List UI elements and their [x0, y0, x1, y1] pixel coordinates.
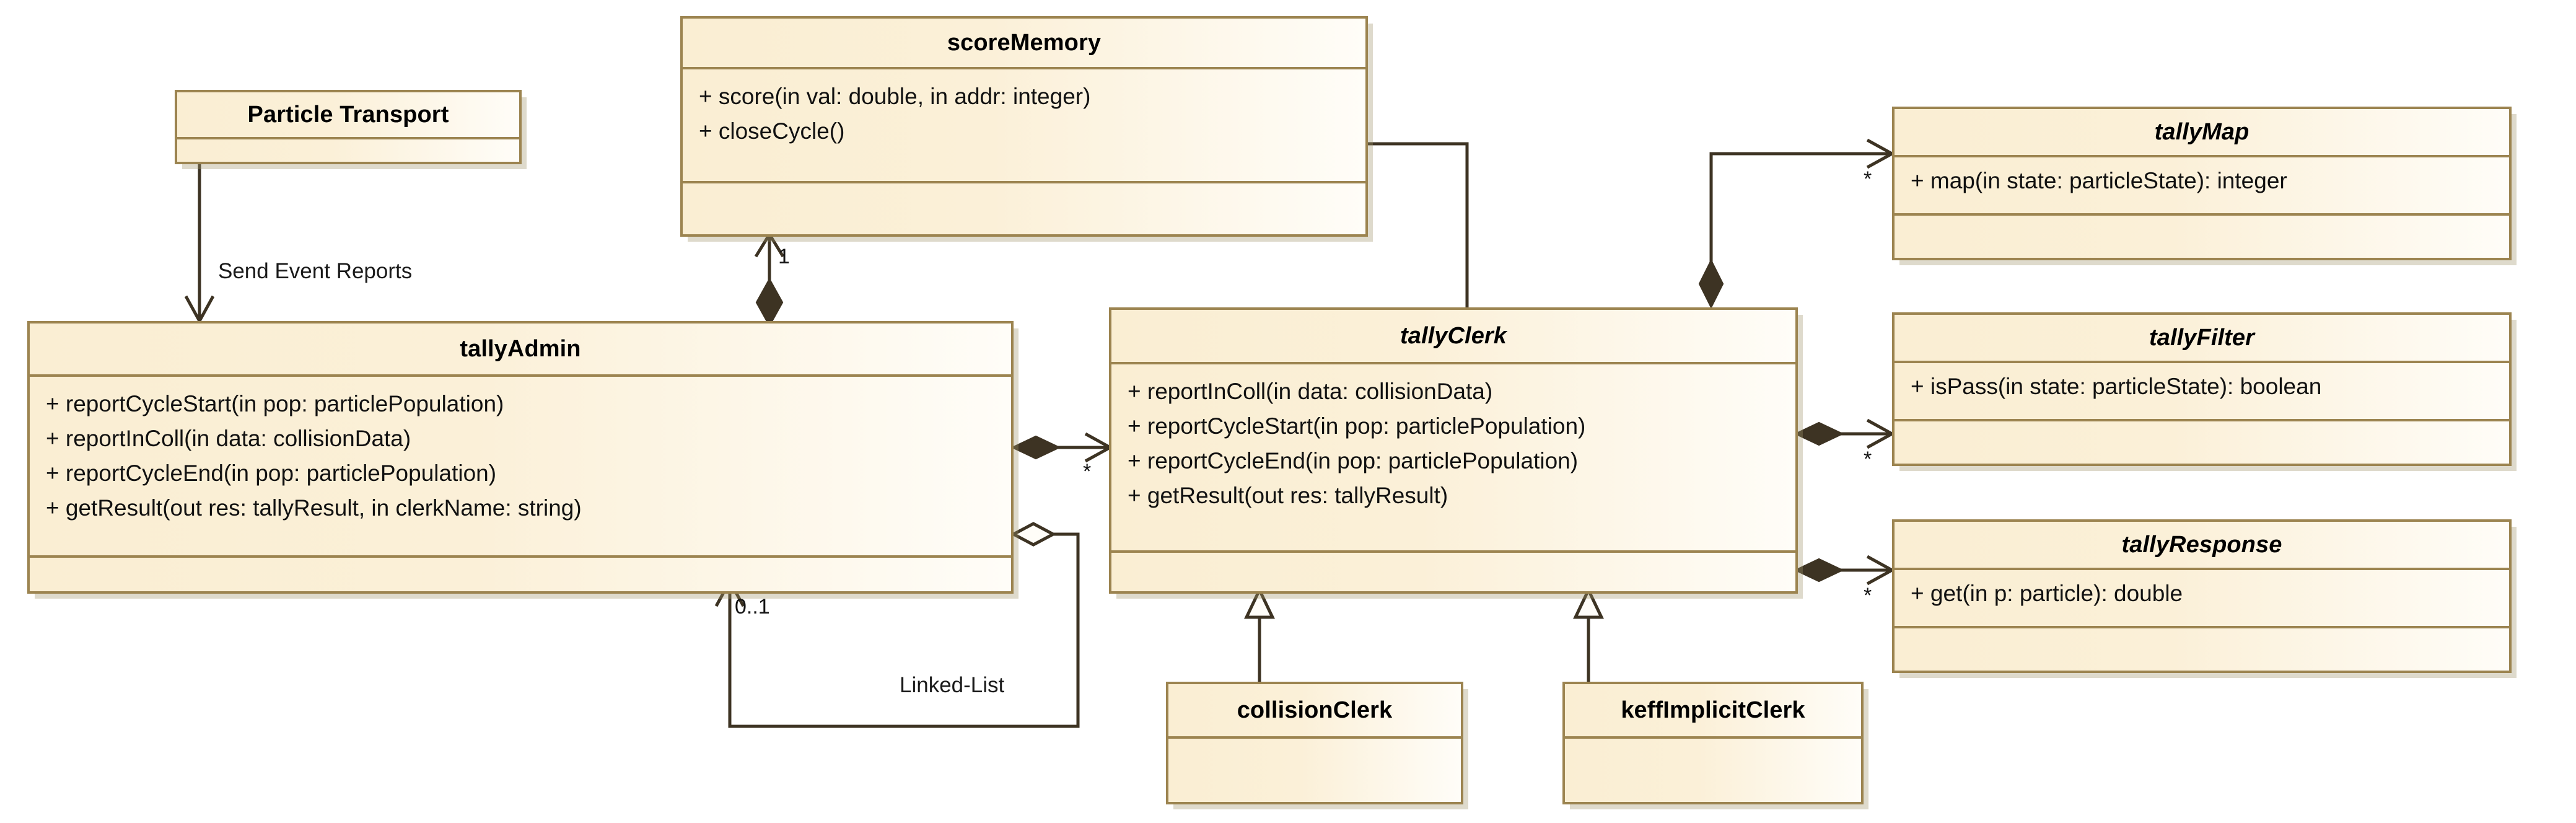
edge-collision-clerk-generalizes-tally-clerk	[1244, 586, 1275, 682]
class-operations-tally-clerk: + reportInColl(in data: collisionData) +…	[1111, 362, 1795, 550]
operation-item: + reportCycleEnd(in pop: particlePopulat…	[1128, 448, 1579, 474]
class-name-tally-filter: tallyFilter	[2149, 324, 2255, 351]
class-name-tally-admin: tallyAdmin	[460, 335, 581, 362]
class-box-score-memory[interactable]: scoreMemory + score(in val: double, in a…	[680, 16, 1368, 237]
multiplicity-score-memory-one: 1	[778, 245, 790, 268]
edge-tally-clerk-to-tally-response	[1794, 555, 1896, 586]
class-box-tally-admin[interactable]: tallyAdmin + reportCycleStart(in pop: pa…	[27, 321, 1014, 594]
edge-tally-admin-to-tally-clerk	[1010, 432, 1114, 463]
class-name-tally-map: tallyMap	[2154, 118, 2250, 145]
class-attributes-keff-implicit-clerk	[1565, 736, 1861, 804]
operation-item: + map(in state: particleState): integer	[1911, 168, 2287, 193]
edge-label-send-event-reports: Send Event Reports	[218, 259, 413, 283]
class-box-tally-map[interactable]: tallyMap + map(in state: particleState):…	[1892, 107, 2512, 260]
operation-item: + reportInColl(in data: collisionData)	[46, 426, 411, 452]
class-box-tally-response[interactable]: tallyResponse + get(in p: particle): dou…	[1892, 519, 2512, 673]
multiplicity-tally-admin-zero-one: 0..1	[735, 595, 770, 618]
class-box-keff-implicit-clerk[interactable]: keffImplicitClerk	[1562, 682, 1864, 804]
edge-tally-clerk-to-tally-map	[1698, 138, 1896, 309]
operation-item: + getResult(out res: tallyResult)	[1128, 483, 1448, 509]
operation-item: + isPass(in state: particleState): boole…	[1911, 374, 2322, 399]
operation-item: + get(in p: particle): double	[1911, 581, 2183, 606]
class-attributes-tally-admin	[30, 555, 1011, 591]
class-operations-score-memory: + score(in val: double, in addr: integer…	[683, 67, 1365, 181]
multiplicity-tally-response-many: *	[1864, 584, 1872, 607]
class-box-tally-clerk[interactable]: tallyClerk + reportInColl(in data: colli…	[1109, 307, 1798, 594]
operation-item: + reportCycleEnd(in pop: particlePopulat…	[46, 460, 497, 486]
class-name-particle-transport: Particle Transport	[247, 101, 449, 128]
operation-item: + getResult(out res: tallyResult, in cle…	[46, 495, 582, 521]
class-operations-tally-filter: + isPass(in state: particleState): boole…	[1895, 361, 2509, 419]
class-name-tally-clerk: tallyClerk	[1400, 322, 1507, 349]
operation-item: + reportCycleStart(in pop: particlePopul…	[46, 391, 504, 416]
multiplicity-tally-map-many: *	[1864, 167, 1872, 191]
edge-label-linked-list: Linked-List	[900, 673, 1005, 697]
operation-item: + reportCycleStart(in pop: particlePopul…	[1128, 413, 1586, 439]
class-attributes-score-memory	[683, 181, 1365, 234]
class-name-collision-clerk: collisionClerk	[1237, 697, 1393, 723]
class-attributes-tally-clerk	[1111, 550, 1795, 591]
edge-score-memory-to-tally-clerk	[1366, 142, 1469, 310]
class-name-keff-implicit-clerk: keffImplicitClerk	[1621, 697, 1805, 723]
multiplicity-tally-clerk-many: *	[1083, 460, 1092, 483]
class-name-tally-response: tallyResponse	[2121, 531, 2282, 558]
class-operations-tally-map: + map(in state: particleState): integer	[1895, 155, 2509, 213]
class-attributes-particle-transport	[177, 137, 519, 164]
class-attributes-tally-filter	[1895, 419, 2509, 464]
operation-item: + reportInColl(in data: collisionData)	[1128, 379, 1493, 404]
class-attributes-tally-map	[1895, 213, 2509, 258]
edge-tally-clerk-to-tally-filter	[1794, 418, 1896, 449]
operation-item: + closeCycle()	[699, 118, 845, 144]
class-box-particle-transport[interactable]: Particle Transport	[175, 90, 522, 164]
class-box-collision-clerk[interactable]: collisionClerk	[1166, 682, 1463, 804]
class-name-score-memory: scoreMemory	[947, 29, 1102, 56]
class-operations-tally-admin: + reportCycleStart(in pop: particlePopul…	[30, 374, 1011, 555]
class-attributes-collision-clerk	[1168, 736, 1461, 804]
operation-item: + score(in val: double, in addr: integer…	[699, 84, 1091, 109]
multiplicity-tally-filter-many: *	[1864, 447, 1872, 471]
edge-keff-implicit-clerk-generalizes-tally-clerk	[1573, 586, 1604, 682]
class-operations-tally-response: + get(in p: particle): double	[1895, 568, 2509, 626]
edge-particle-transport-to-tally-admin	[184, 164, 215, 325]
class-attributes-tally-response	[1895, 626, 2509, 671]
class-box-tally-filter[interactable]: tallyFilter + isPass(in state: particleS…	[1892, 312, 2512, 466]
